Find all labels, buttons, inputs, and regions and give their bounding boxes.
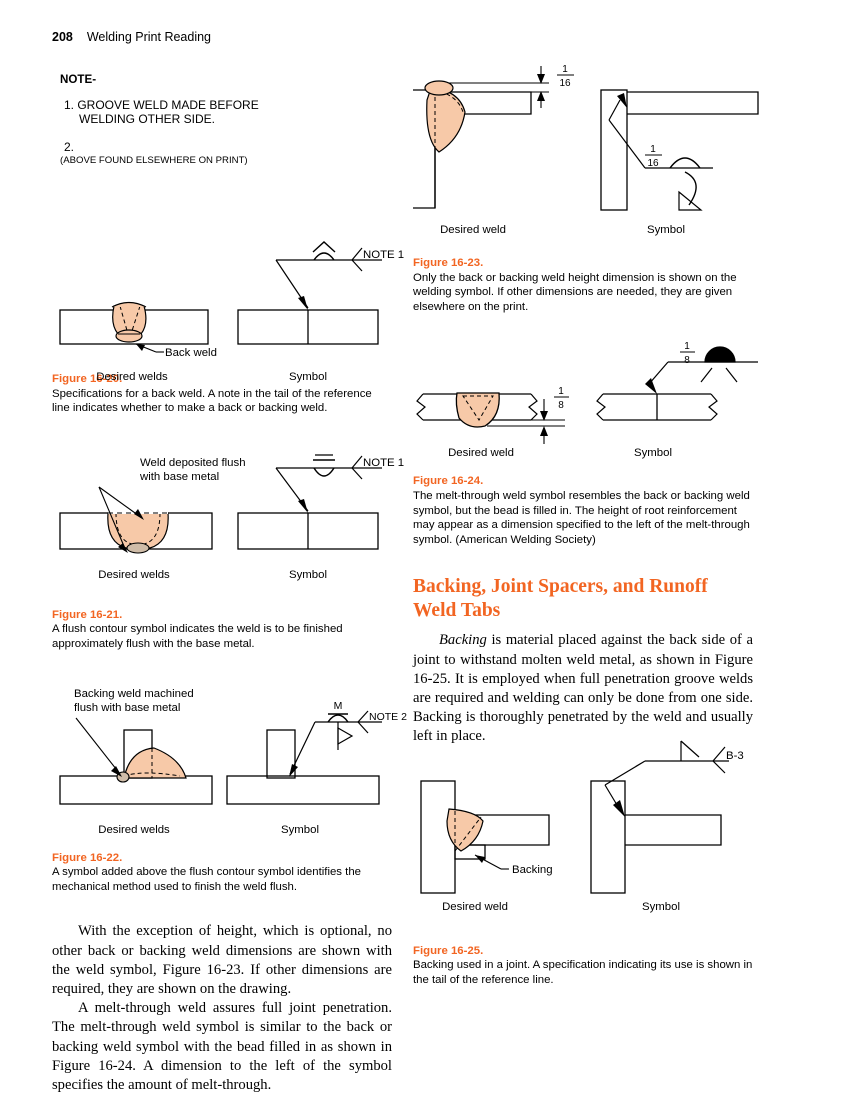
dim-1623-denominator: 16 <box>559 78 571 89</box>
callout-machined-line1: Backing weld machined <box>74 688 194 700</box>
callout-backing: Backing <box>512 864 553 876</box>
figure-16-24-caption-text: The melt-through weld symbol resembles t… <box>413 489 750 546</box>
callout-flush-line1: Weld deposited flush <box>140 457 246 469</box>
desired-weld-drawing-1620: Back weld <box>59 301 217 359</box>
label-desired-weld-1625: Desired weld <box>442 901 508 913</box>
term-backing: Backing <box>439 632 487 649</box>
figure-16-24-number: Figure 16-24. <box>413 475 484 488</box>
label-symbol-1621: Symbol <box>289 569 327 581</box>
label-desired-weld-1623: Desired weld <box>440 224 506 236</box>
label-desired-welds-1620: Desired welds <box>96 371 168 383</box>
figure-16-25-caption: Figure 16-25. Backing used in a joint. A… <box>413 944 753 988</box>
paragraph-2: A melt-through weld assures full joint p… <box>52 1000 392 1093</box>
note-item-2: 2. <box>64 140 75 154</box>
label-symbol-1625: Symbol <box>642 901 680 913</box>
figure-16-22-caption: Figure 16-22. A symbol added above the f… <box>52 851 392 895</box>
page-number: 208 <box>52 30 73 44</box>
figure-16-21-illustration: Weld deposited flush with base metal Des… <box>52 454 404 594</box>
figure-16-21-caption: Figure 16-21. A flush contour symbol ind… <box>52 608 392 652</box>
tail-note-1620: NOTE 1 <box>363 249 404 261</box>
paragraph-3: Backing is material placed against the b… <box>413 631 753 746</box>
dim-1623-numerator: 1 <box>562 64 568 75</box>
label-symbol-1622: Symbol <box>281 824 319 836</box>
figure-16-20-svg: Back weld Desired welds <box>59 241 404 383</box>
figure-16-22-caption-text: A symbol added above the flush contour s… <box>52 866 361 893</box>
label-desired-weld-1624: Desired weld <box>448 447 514 459</box>
figure-16-22-number: Figure 16-22. <box>52 851 123 864</box>
symbol-drawing-1621: NOTE 1 <box>237 454 404 550</box>
symbol-drawing-1625: B-3 <box>590 740 744 894</box>
symbol-drawing-1620: NOTE 1 <box>237 241 404 345</box>
note-item-1-cont: WELDING OTHER SIDE. <box>79 112 216 126</box>
note-title: NOTE- <box>60 73 97 86</box>
figure-16-25-illustration: Backing Desired weld <box>413 740 753 940</box>
figure-16-21-svg: Weld deposited flush with base metal Des… <box>59 454 404 581</box>
figure-16-25-svg: Backing Desired weld <box>420 740 744 913</box>
figure-16-22-illustration: Backing weld machined flush with base me… <box>52 688 407 836</box>
paragraph-1: With the exception of height, which is o… <box>52 923 392 997</box>
left-body-text: With the exception of height, which is o… <box>52 922 392 1095</box>
symbol-dim-1623-numerator: 1 <box>650 144 656 155</box>
figure-16-23-number: Figure 16-23. <box>413 257 484 269</box>
section-heading: Backing, Joint Spacers, and Runoff Weld … <box>413 576 708 622</box>
figure-16-22-svg: Backing weld machined flush with base me… <box>59 688 407 836</box>
figure-16-23-illustration: 1 16 Desired weld <box>413 60 759 240</box>
figure-16-21-caption-text: A flush contour symbol indicates the wel… <box>52 623 343 650</box>
figure-16-20-caption-text: Specifications for a back weld. A note i… <box>52 387 372 415</box>
running-head: 208 Welding Print Reading <box>52 30 211 44</box>
tail-note-1622: NOTE 2 <box>369 711 407 723</box>
tail-note-1625: B-3 <box>726 750 744 762</box>
figure-16-23-svg: 1 16 Desired weld <box>413 64 759 236</box>
desired-weld-drawing-1622: Backing weld machined flush with base me… <box>59 688 213 805</box>
symbol-dim-1624-denominator: 8 <box>684 355 690 366</box>
desired-weld-drawing-1623: 1 16 <box>413 64 574 209</box>
note-item-2-subtext: (ABOVE FOUND ELSEWHERE ON PRINT) <box>60 155 248 166</box>
figure-16-23-caption-text: Only the back or backing weld height dim… <box>413 271 737 313</box>
callout-back-weld: Back weld <box>165 347 217 359</box>
symbol-dim-1623-denominator: 16 <box>647 158 659 169</box>
tail-note-1621: NOTE 1 <box>363 457 404 469</box>
label-desired-welds-1622: Desired welds <box>98 824 170 836</box>
paragraph-3-text: is material placed against the back side… <box>413 632 753 745</box>
right-body-text: Backing is material placed against the b… <box>413 631 753 746</box>
symbol-drawing-1624: 1 8 <box>596 341 758 422</box>
figure-16-20-illustration: Back weld Desired welds <box>52 178 404 383</box>
callout-machined-line2: flush with base metal <box>74 702 180 714</box>
figure-16-24-illustration: 1 8 Desired weld <box>413 341 758 464</box>
right-column: 1 16 Desired weld <box>413 60 759 988</box>
symbol-drawing-1623: 1 16 <box>600 89 759 211</box>
figure-16-21-number: Figure 16-21. <box>52 608 123 621</box>
dim-1624-numerator: 1 <box>558 386 564 397</box>
symbol-drawing-1622: M NOTE 2 <box>226 700 407 805</box>
dim-1624-denominator: 8 <box>558 400 564 411</box>
desired-weld-drawing-1621: Weld deposited flush with base metal <box>59 457 246 554</box>
label-symbol-1623: Symbol <box>647 224 685 236</box>
desired-weld-drawing-1624: 1 8 <box>416 386 569 445</box>
label-symbol-1624: Symbol <box>634 447 672 459</box>
symbol-dim-1624-numerator: 1 <box>684 341 690 352</box>
figure-16-25-caption-text: Backing used in a joint. A specification… <box>413 959 753 986</box>
label-symbol-1620: Symbol <box>289 371 327 383</box>
figure-16-23-caption: Figure 16-23. Only the back or backing w… <box>413 256 753 314</box>
figure-16-25-number: Figure 16-25. <box>413 944 484 957</box>
figure-16-20-number: Figure 16-20. <box>52 373 123 385</box>
figure-16-24-svg: 1 8 Desired weld <box>416 341 758 459</box>
callout-flush-line2: with base metal <box>139 471 219 483</box>
finish-method-letter: M <box>334 700 343 712</box>
note-item-1: 1. GROOVE WELD MADE BEFORE <box>64 98 259 112</box>
left-column: NOTE- 1. GROOVE WELD MADE BEFORE WELDING… <box>52 60 407 1095</box>
note-block: NOTE- 1. GROOVE WELD MADE BEFORE WELDING… <box>52 60 392 178</box>
figure-16-20-caption: Figure 16-20. Specifications for a back … <box>52 372 392 416</box>
desired-weld-drawing-1625: Backing <box>420 779 553 894</box>
figure-16-24-caption: Figure 16-24. The melt-through weld symb… <box>413 474 753 547</box>
book-title: Welding Print Reading <box>86 30 212 44</box>
label-desired-welds-1621: Desired welds <box>98 569 170 581</box>
